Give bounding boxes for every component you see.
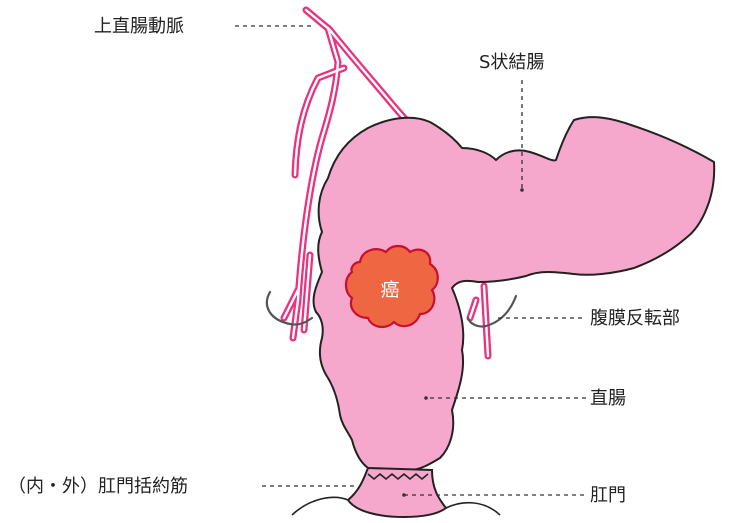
label-peritoneal-reflection: 腹膜反転部 <box>590 308 680 329</box>
label-anus: 肛門 <box>590 485 626 506</box>
label-sigmoid-colon: S状結腸 <box>479 52 544 73</box>
label-sphincter: （内・外）肛門括約筋 <box>8 476 188 497</box>
label-rectum: 直腸 <box>590 388 626 409</box>
label-superior-rectal-artery: 上直腸動脈 <box>94 16 184 37</box>
tumor-label: 癌 <box>380 279 399 301</box>
anal-canal <box>348 468 446 517</box>
